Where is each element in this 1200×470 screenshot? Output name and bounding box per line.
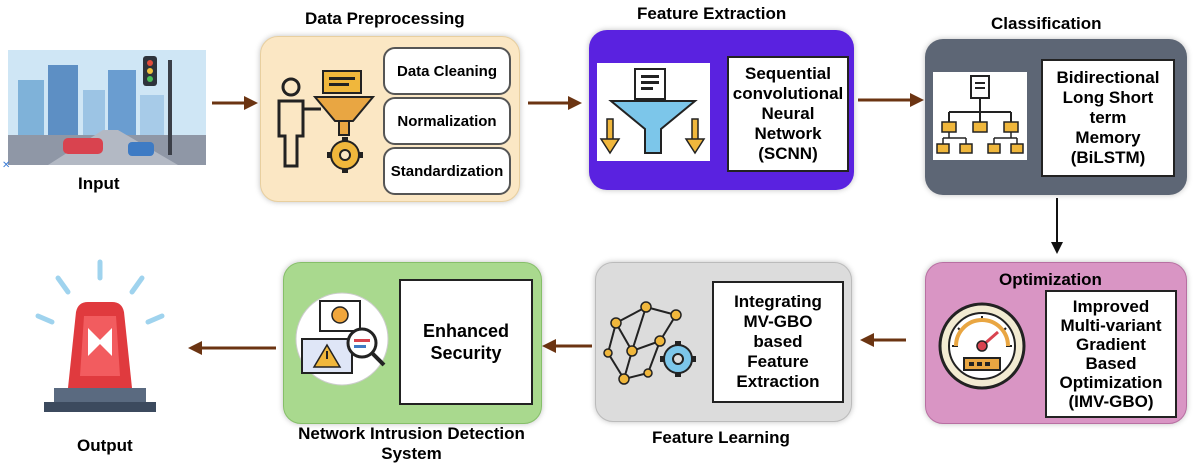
bilstm-line-1: Bidirectional [1056,68,1160,87]
nids-title: Network Intrusion Detection System [283,424,540,464]
nids-title-line-2: System [381,444,442,463]
arrow-input-to-preprocessing [212,96,258,110]
arrow-learning-to-nids [542,339,592,353]
scnn-line-4: Network [754,124,822,143]
nids-panel: Enhanced Security [283,262,542,424]
output-label: Output [77,436,133,455]
mvgbo-line-3: based [753,332,803,351]
bilstm-line-2: Long Short [1062,88,1154,107]
imvgbo-line-2: Multi-variant [1060,316,1162,335]
funnel-icon-box [597,63,710,161]
neural-network-gear-icon [603,301,696,385]
mvgbo-line-5: Extraction [736,372,820,391]
classification-title: Classification [991,14,1102,33]
imvgbo-line-1: Improved [1072,297,1150,316]
optimization-title: Optimization [999,270,1102,289]
hierarchy-icon-box [933,72,1027,160]
mvgbo-line-4: Feature [747,352,809,371]
bilstm-line-5: (BiLSTM) [1070,148,1146,167]
learning-panel: Integrating MV-GBO based Feature Extract… [595,262,852,422]
security-line-2: Security [430,343,502,363]
imvgbo-line-6: (IMV-GBO) [1068,392,1154,411]
learning-title: Feature Learning [652,428,790,447]
speedometer-icon [938,302,1026,390]
scnn-line-5: (SCNN) [758,144,818,163]
arrow-optimization-to-learning [860,333,906,347]
step-normalization: Normalization [383,97,511,145]
bilstm-line-3: term [1089,108,1127,127]
classification-panel: Bidirectional Long Short term Memory (Bi… [925,39,1187,195]
imvgbo-line-4: Based [1085,354,1137,373]
bilstm-box: Bidirectional Long Short term Memory (Bi… [1041,59,1175,177]
arrow-nids-to-output [188,341,276,355]
hierarchy-tree-icon [936,75,1024,154]
siren-alarm-icon [35,259,165,412]
preprocessing-panel: Data Cleaning Normalization Standardizat… [260,36,520,202]
imvgbo-box: Improved Multi-variant Gradient Based Op… [1045,290,1177,418]
imvgbo-line-5: Optimization [1059,373,1163,392]
mvgbo-line-1: Integrating [734,292,822,311]
imvgbo-line-3: Gradient [1076,335,1146,354]
filter-funnel-icon [599,68,706,155]
input-label: Input [78,174,120,193]
scnn-line-1: Sequential [745,64,831,83]
scnn-box: Sequential convolutional Neural Network … [727,56,849,172]
scnn-line-2: convolutional [732,84,844,103]
preprocessing-title: Data Preprocessing [305,9,465,28]
nids-title-line-1: Network Intrusion Detection [298,424,525,443]
security-line-1: Enhanced [422,321,510,341]
bilstm-line-4: Memory [1075,128,1141,147]
mvgbo-box: Integrating MV-GBO based Feature Extract… [712,281,844,403]
step-standardization: Standardization [383,147,511,195]
enhanced-security-box: Enhanced Security [399,279,533,405]
arrow-classification-to-optimization [1051,198,1063,254]
security-scan-icon [295,292,389,386]
input-image [8,50,206,165]
scnn-line-3: Neural [761,104,815,123]
mvgbo-line-2: MV-GBO [743,312,813,331]
data-funnel-person-icon [277,70,376,173]
arrow-extraction-to-classification [858,93,924,107]
close-icon: ✕ [2,160,11,171]
step-data-cleaning: Data Cleaning [383,47,511,95]
arrow-preprocessing-to-extraction [528,96,582,110]
extraction-panel: Sequential convolutional Neural Network … [589,30,854,190]
extraction-title: Feature Extraction [637,4,787,23]
